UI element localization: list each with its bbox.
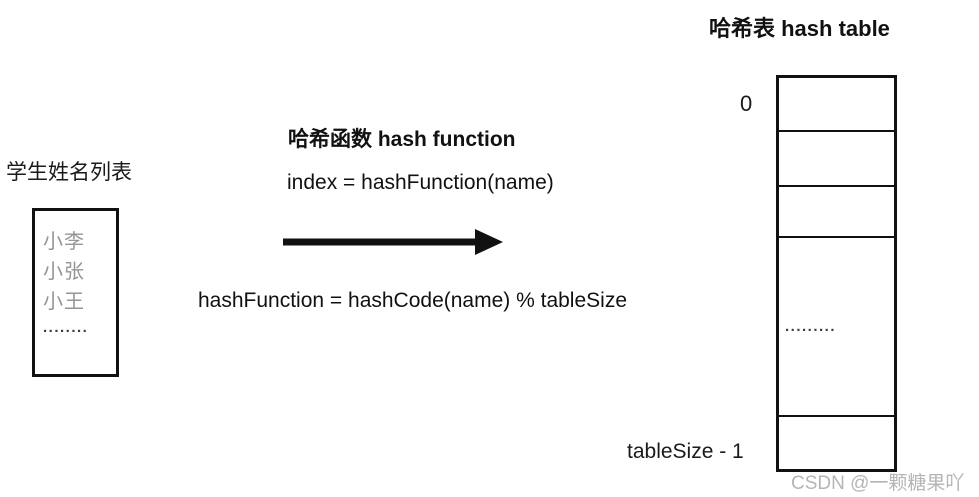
student-name: 小王 xyxy=(43,291,85,313)
student-list-ellipsis: ........ xyxy=(43,319,89,336)
hash-table-cell xyxy=(779,78,894,130)
hash-function-title: 哈希函数 hash function xyxy=(288,128,516,151)
student-list-box: 小李 小张 小王 ........ xyxy=(32,208,119,377)
right-arrow-icon xyxy=(282,227,503,257)
csdn-watermark: CSDN @一颗糖果吖 xyxy=(791,473,965,494)
hash-table-cell xyxy=(779,185,894,236)
student-list-title: 学生姓名列表 xyxy=(6,161,132,184)
hash-table-box: ......... xyxy=(776,75,897,472)
hash-table-ellipsis: ......... xyxy=(785,318,837,335)
hash-table-index-last: tableSize - 1 xyxy=(627,440,744,463)
hash-table-index-first: 0 xyxy=(740,91,753,116)
hash-table-cell: ......... xyxy=(779,236,894,415)
hash-table-title: 哈希表 hash table xyxy=(709,16,890,41)
hash-table-cell xyxy=(779,415,894,469)
hash-table-cell xyxy=(779,130,894,185)
student-name: 小李 xyxy=(43,231,85,253)
hash-formula: hashFunction = hashCode(name) % tableSiz… xyxy=(198,289,628,312)
student-name: 小张 xyxy=(43,261,85,283)
index-formula: index = hashFunction(name) xyxy=(287,171,554,194)
